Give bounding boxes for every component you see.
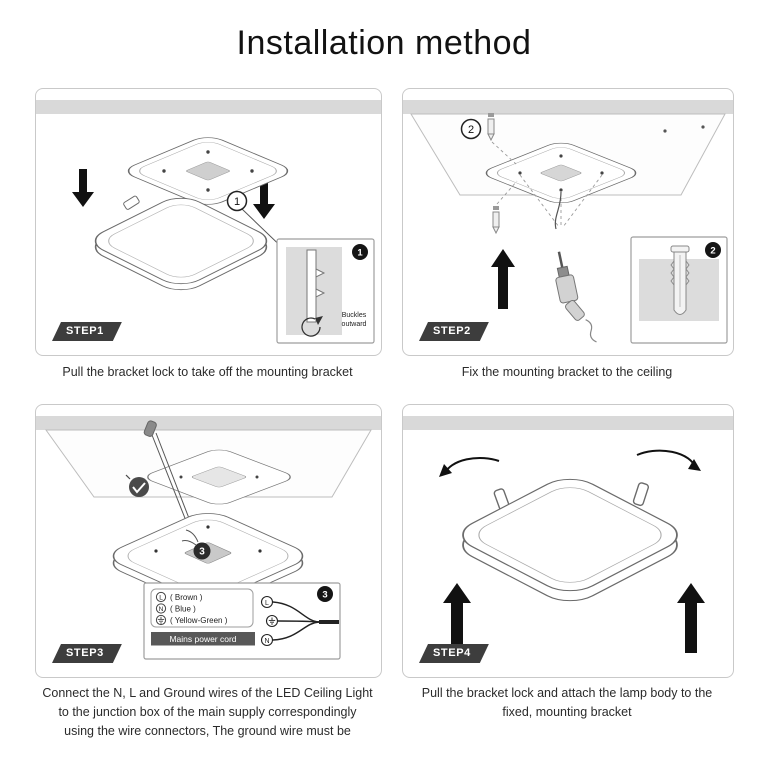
ceiling-strip xyxy=(36,100,381,114)
bracket-cross-section xyxy=(306,249,317,323)
page-title: Installation method xyxy=(236,24,532,62)
up-arrow-right-icon xyxy=(677,583,705,653)
bracket-clip-right xyxy=(632,482,650,507)
up-arrow-icon xyxy=(491,249,515,309)
svg-text:2: 2 xyxy=(468,124,474,136)
down-arrow-right-icon xyxy=(253,181,275,219)
inset-badge-1: 1 xyxy=(352,244,368,260)
step3-ribbon: STEP3 xyxy=(52,644,122,663)
terminal-L: L xyxy=(265,600,269,607)
check-badge xyxy=(125,474,149,497)
mains-cord-label: Mains power cord xyxy=(169,634,236,644)
step1-illustration: 1 Buckles outward 1 xyxy=(36,100,381,344)
mains-cord-box xyxy=(151,632,255,646)
ceiling-hole xyxy=(663,129,667,133)
buckle-note-line1: Buckles xyxy=(342,312,367,319)
ground-terminal-icon xyxy=(268,617,276,625)
guide-line xyxy=(496,180,518,205)
inset-buckle-detail: Buckles outward 1 xyxy=(276,238,375,344)
step4-illustration xyxy=(403,416,733,653)
rotate-arrow-left-icon xyxy=(439,456,500,477)
down-arrow-left-icon xyxy=(72,169,94,207)
svg-text:3: 3 xyxy=(322,590,327,601)
step3-caption: Connect the N, L and Ground wires of the… xyxy=(42,686,373,738)
step4-caption: Pull the bracket lock and attach the lam… xyxy=(421,686,713,719)
wire-symbol-N: N xyxy=(159,606,164,613)
wire-symbol-L: L xyxy=(159,595,163,602)
buckle-note-line2: outward xyxy=(342,321,367,328)
wires xyxy=(181,529,199,546)
svg-text:2: 2 xyxy=(710,246,715,257)
anchor-plug-mid-icon xyxy=(492,206,500,235)
mounting-bracket xyxy=(147,449,291,505)
ceiling-hole xyxy=(701,125,705,129)
inset-anchor-detail: 2 xyxy=(630,236,728,344)
step3-illustration: 3 L ( Brown ) N ( Blue ) ( xyxy=(36,416,381,660)
expansion-anchor-icon xyxy=(670,245,690,315)
wire-label-brown: ( Brown ) xyxy=(170,593,203,602)
buckle-hook-top xyxy=(315,268,326,278)
callout-badge-1: 1 xyxy=(226,190,248,212)
mounting-bracket xyxy=(127,137,289,205)
step2-ribbon: STEP2 xyxy=(419,322,489,341)
step4-ribbon: STEP4 xyxy=(419,644,489,663)
ceiling-strip xyxy=(36,416,381,430)
mounting-bracket xyxy=(485,142,637,204)
wire-label-blue: ( Blue ) xyxy=(170,605,196,614)
ceiling-strip xyxy=(403,100,733,114)
buckle-hook-bottom xyxy=(315,288,326,298)
ground-icon xyxy=(157,616,165,624)
anchor-plug-top-icon xyxy=(487,113,495,142)
svg-text:1: 1 xyxy=(234,196,240,208)
svg-text:3: 3 xyxy=(199,547,205,558)
step1-panel: 1 Buckles outward 1 STEP1 xyxy=(35,88,382,356)
step1-ribbon: STEP1 xyxy=(52,322,122,341)
lamp-body xyxy=(94,195,268,291)
svg-text:1: 1 xyxy=(357,248,363,259)
wire-label-yellow-green: ( Yellow-Green ) xyxy=(170,616,228,625)
step3-panel: 3 L ( Brown ) N ( Blue ) ( xyxy=(35,404,382,678)
terminal-N: N xyxy=(264,638,269,645)
lamp-body xyxy=(462,478,678,602)
rotate-arrow-icon xyxy=(301,317,321,337)
rotate-arrow-right-icon xyxy=(636,449,701,471)
step2-caption: Fix the mounting bracket to the ceiling xyxy=(461,365,673,379)
step2-panel: 2 xyxy=(402,88,734,356)
callout-badge-3: 3 xyxy=(193,542,211,560)
inset-badge-2: 2 xyxy=(705,242,721,258)
inset-wiring-diagram: L ( Brown ) N ( Blue ) ( Yellow-Green ) … xyxy=(143,582,341,660)
ceiling-strip xyxy=(403,416,733,430)
up-arrow-left-icon xyxy=(443,583,471,653)
hanging-wire xyxy=(554,191,562,230)
alignment-guides xyxy=(519,174,603,228)
rotate-arrowhead xyxy=(315,316,323,325)
step2-illustration: 2 xyxy=(403,100,733,344)
step4-panel: STEP4 xyxy=(402,404,734,678)
drill xyxy=(555,251,597,343)
bracket-lock-tab xyxy=(123,195,140,210)
inset-badge-3: 3 xyxy=(317,586,333,602)
callout-badge-2: 2 xyxy=(460,118,482,140)
step1-caption: Pull the bracket lock to take off the mo… xyxy=(62,365,353,379)
